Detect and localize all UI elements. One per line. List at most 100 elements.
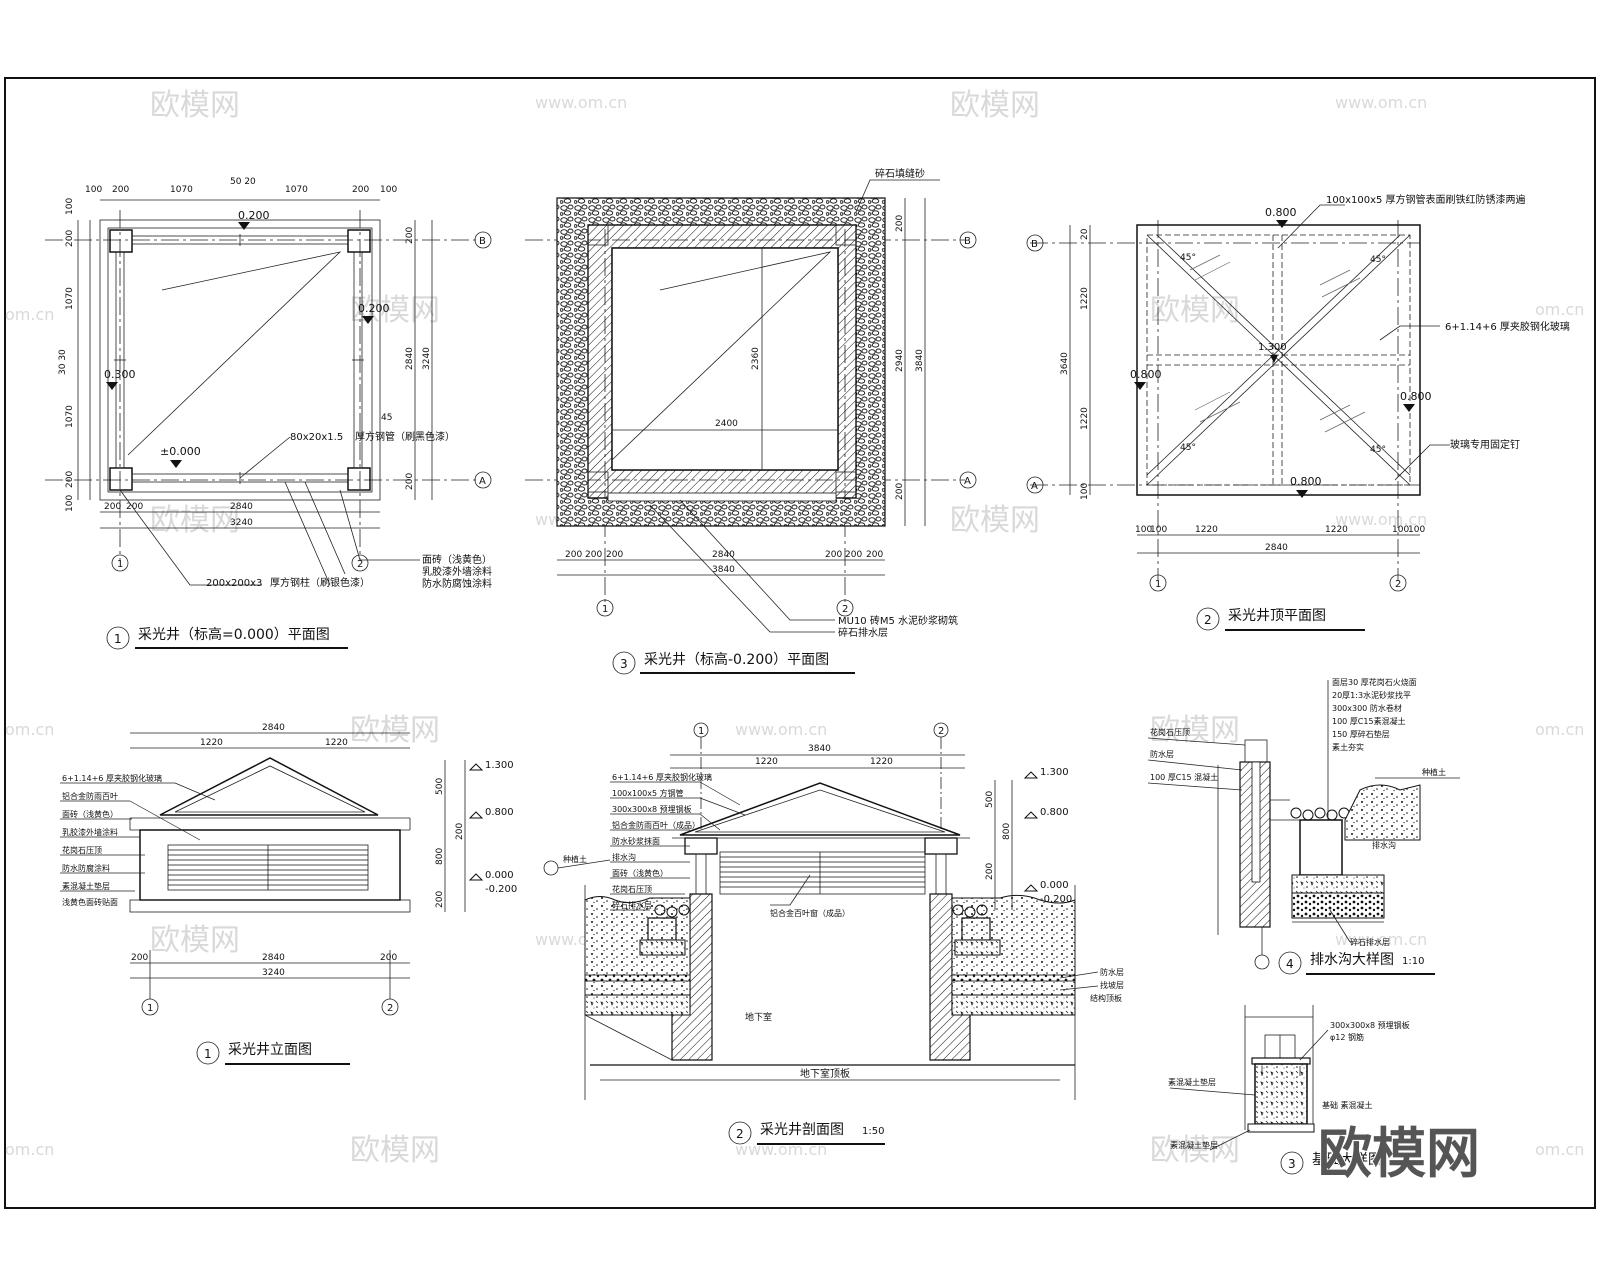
dim: 100 bbox=[380, 185, 397, 195]
dim: 200 bbox=[585, 550, 602, 560]
foundation-detail: 300x300x8 预埋钢板 φ12 钢筋 基础 素混凝土 素混凝土垫层 素混凝… bbox=[1168, 1005, 1410, 1175]
dim: 200 bbox=[455, 823, 465, 840]
watermark-brand: 欧模网 bbox=[1150, 713, 1240, 748]
plan-view-roof: B A 1 2 1.300 0.800 0.800 0.800 0.800 45… bbox=[1026, 193, 1570, 631]
angle: 45° bbox=[1180, 253, 1196, 263]
dim: 500 bbox=[435, 778, 445, 795]
note: 防水层 bbox=[1150, 749, 1174, 759]
dim: 2940 bbox=[895, 349, 905, 372]
note: 100 厚C15 混凝土 bbox=[1150, 772, 1218, 782]
note: 面砖（浅黄色） bbox=[612, 868, 668, 878]
note: 花岗石压顶 bbox=[62, 845, 102, 855]
watermark-brand: 欧模网 bbox=[350, 293, 440, 328]
axis-label-1: 1 bbox=[117, 559, 123, 570]
note: 碎石排水层 bbox=[1350, 937, 1390, 947]
dim: 200 bbox=[435, 891, 445, 908]
note-center: 铝合金百叶窗（成品） bbox=[770, 908, 850, 918]
note: 种植土 bbox=[1422, 767, 1446, 777]
dim: 200 bbox=[866, 550, 883, 560]
dim: 100 bbox=[65, 198, 75, 215]
note: 防水砂浆抹面 bbox=[612, 836, 660, 846]
watermark-url: www.om.cn bbox=[535, 93, 627, 112]
dim: 2840 bbox=[405, 347, 415, 370]
note-bottom-2: 碎石排水层 bbox=[838, 626, 888, 639]
dim: 20 bbox=[1080, 228, 1090, 240]
dim: 1220 bbox=[1195, 525, 1218, 535]
note: 素混凝土垫层 bbox=[1168, 1077, 1216, 1087]
view-number: 3 bbox=[620, 657, 628, 671]
watermark-brand: 欧模网 bbox=[950, 88, 1040, 123]
level: 1.300 bbox=[1040, 767, 1069, 778]
note: 面层30 厚花岗石火烧面 bbox=[1332, 677, 1417, 687]
dim: 200 bbox=[380, 953, 397, 963]
watermark-url: om.cn bbox=[5, 305, 54, 324]
watermark-brand: 欧模网 bbox=[150, 88, 240, 123]
angle: 45° bbox=[1180, 443, 1196, 453]
drain-detail: 面层30 厚花岗石火烧面 20厚1:3水泥砂浆找平 300x300 防水卷材 1… bbox=[1147, 677, 1460, 975]
view-title: 采光井立面图 bbox=[228, 1042, 312, 1058]
note: 浅黄色面砖贴面 bbox=[62, 897, 118, 907]
dim: 200 bbox=[845, 550, 862, 560]
dim: 2840 bbox=[1265, 543, 1288, 553]
note: 素土夯实 bbox=[1332, 742, 1364, 752]
dim: 2840 bbox=[712, 550, 735, 560]
elev-left: 0.300 bbox=[104, 368, 136, 381]
level: 0.000 bbox=[485, 870, 514, 881]
level: -0.200 bbox=[485, 884, 517, 895]
note: 铝合金防雨百叶 bbox=[62, 791, 118, 801]
watermark-brand: 欧模网 bbox=[150, 503, 240, 538]
note-rail: 厚方钢管（刷黑色漆） bbox=[355, 430, 455, 443]
view-title: 采光井顶平面图 bbox=[1228, 608, 1326, 624]
note: 碎石排水层 bbox=[612, 900, 652, 910]
dim: 1070 bbox=[65, 287, 75, 310]
watermark-brand: 欧模网 bbox=[350, 713, 440, 748]
note-bottom-2: 地下室 bbox=[745, 1011, 772, 1023]
dim: 200 bbox=[126, 502, 143, 512]
dim: 200 bbox=[352, 185, 369, 195]
note: 300x300x8 预埋钢板 bbox=[612, 804, 692, 814]
axis-label-a: A bbox=[1031, 481, 1038, 492]
note: 150 厚碎石垫层 bbox=[1332, 729, 1390, 739]
dim: 100 bbox=[1392, 525, 1409, 535]
note: 防水层 bbox=[1100, 967, 1124, 977]
note: 防水防腐涂料 bbox=[62, 863, 110, 873]
axis-label-2: 2 bbox=[842, 604, 848, 615]
dim: 3840 bbox=[915, 349, 925, 372]
elev-bottom: 0.800 bbox=[1290, 475, 1322, 488]
note-bottom-2: 乳胶漆外墙涂料 bbox=[422, 565, 492, 578]
axis-label-2: 2 bbox=[1395, 579, 1401, 590]
watermark-url: om.cn bbox=[1535, 720, 1584, 739]
watermark-brand: 欧模网 bbox=[350, 1133, 440, 1168]
elev-center: 1.300 bbox=[1258, 342, 1287, 353]
dim: 800 bbox=[435, 848, 445, 865]
dim: 3240 bbox=[262, 968, 285, 978]
dim: 1220 bbox=[1080, 287, 1090, 310]
view-number: 1 bbox=[204, 1047, 212, 1061]
axis-label-1: 1 bbox=[698, 726, 704, 737]
note: 铝合金防雨百叶（成品） bbox=[612, 820, 700, 830]
axis-label-a: A bbox=[479, 476, 486, 487]
view-number: 2 bbox=[1204, 613, 1212, 627]
note-top: 碎石填缝砂 bbox=[875, 167, 925, 180]
dim: 3840 bbox=[712, 565, 735, 575]
dim: 1220 bbox=[200, 738, 223, 748]
axis-label-b: B bbox=[1031, 239, 1038, 250]
note: 6+1.14+6 厚夹胶钢化玻璃 bbox=[612, 772, 712, 782]
elev-right: 0.200 bbox=[358, 302, 390, 315]
level: 0.000 bbox=[1040, 880, 1069, 891]
note-bottom-1: 面砖（浅黄色） bbox=[422, 553, 492, 566]
dim: 100 bbox=[1408, 525, 1425, 535]
level: 0.800 bbox=[1040, 807, 1069, 818]
axis-label-1: 1 bbox=[602, 604, 608, 615]
view-number: 2 bbox=[736, 1127, 744, 1141]
elev-top: 0.800 bbox=[1265, 206, 1297, 219]
dim: 3640 bbox=[1060, 352, 1070, 375]
watermark-brand: 欧模网 bbox=[1150, 1133, 1240, 1168]
view-title: 采光井剖面图 bbox=[760, 1122, 844, 1138]
view-title: 采光井（标高=0.000）平面图 bbox=[138, 626, 330, 643]
note: 100 厚C15素混凝土 bbox=[1332, 716, 1406, 726]
watermark-url: www.om.cn bbox=[1335, 930, 1427, 949]
level: 0.800 bbox=[485, 807, 514, 818]
note: 基础 素混凝土 bbox=[1322, 1100, 1373, 1110]
